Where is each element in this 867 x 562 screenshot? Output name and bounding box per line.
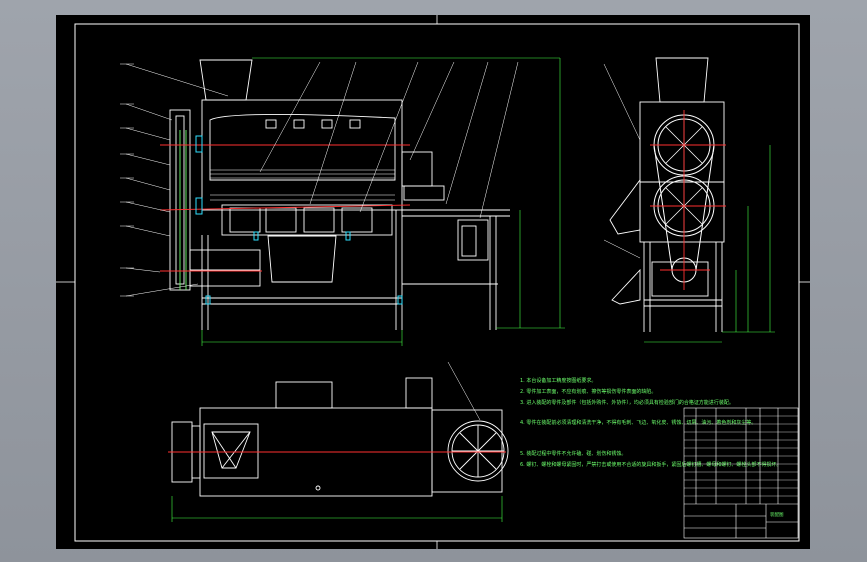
front-fasteners	[195, 135, 403, 305]
tech-note-5: 5. 装配过程中零件不允许磕、碰、划伤和锈蚀。	[520, 450, 626, 457]
tech-note-1: 1. 本台设备加工精度按图纸要求。	[520, 377, 596, 384]
side-centerlines	[650, 110, 726, 290]
front-view	[169, 59, 510, 330]
side-view	[609, 57, 725, 332]
tech-note-6: 6. 螺钉、螺栓和螺母紧固时，严禁打击或使用不合适的旋具和扳手，紧固后螺钉槽、螺…	[520, 461, 781, 468]
tech-note-3: 3. 进入装配的零件及部件（包括外购件、外协件），均必须具有检验部门的合格证方能…	[520, 399, 734, 406]
tech-note-2: 2. 零件加工表面，不应有划痕、擦伤等损伤零件表面的缺陷。	[520, 388, 656, 395]
tech-note-4: 4. 零件在装配前必须清理和清洗干净，不得有毛刺、飞边、氧化皮、锈蚀、切屑、油污…	[520, 419, 756, 426]
front-dimensions	[201, 57, 565, 346]
side-leaders	[603, 63, 641, 259]
top-dimensions	[171, 496, 503, 522]
front-leaders	[120, 61, 519, 297]
top-leaders	[447, 361, 481, 421]
title-block-rows	[684, 415, 798, 497]
tech-requirements: 1. 本台设备加工精度按图纸要求。 2. 零件加工表面，不应有划痕、擦伤等损伤零…	[520, 377, 781, 468]
center-ticks	[56, 15, 810, 549]
drawing-sheet	[56, 15, 810, 549]
drawing-title: 装配图	[770, 511, 784, 518]
side-dimensions	[644, 145, 775, 343]
